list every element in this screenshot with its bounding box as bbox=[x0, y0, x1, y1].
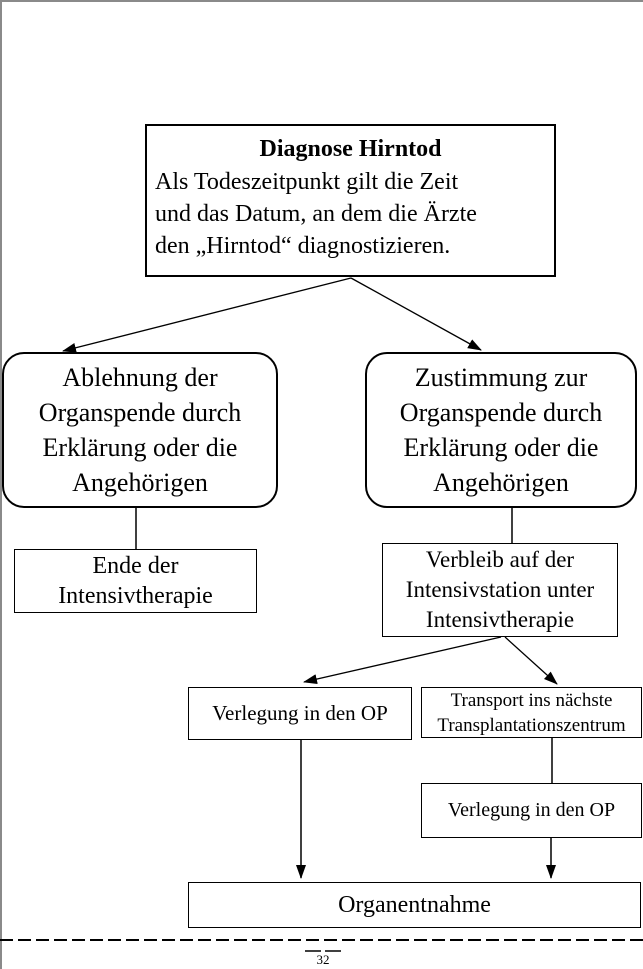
node-verlegung-op-links-label: Verlegung in den OP bbox=[212, 701, 388, 725]
node-ablehnung-line: Ablehnung der bbox=[62, 363, 218, 392]
node-verbleib-intensivstation: Verbleib auf der Intensivstation unter I… bbox=[382, 543, 618, 637]
node-ende-line: Ende der bbox=[92, 553, 179, 579]
node-zustimmung-line: Erklärung oder die bbox=[403, 433, 599, 462]
connector-diagnose-to-zustimmung bbox=[350, 277, 482, 351]
connector-diagnose-to-ablehnung bbox=[62, 277, 352, 353]
node-verlegung-op-rechts-label: Verlegung in den OP bbox=[447, 799, 616, 821]
node-diagnose-line: den „Hirntod“ diagnostizieren. bbox=[155, 233, 451, 259]
node-transport-line: Transplantationszentrum bbox=[437, 714, 626, 736]
connector-verbleib-to-transport bbox=[504, 636, 558, 685]
node-ablehnung-line: Erklärung oder die bbox=[42, 433, 238, 462]
page-number: 32 bbox=[316, 952, 330, 967]
node-ende-line: Intensivtherapie bbox=[58, 583, 213, 609]
node-zustimmung-line: Organspende durch bbox=[399, 398, 603, 427]
node-organentnahme: Organentnahme bbox=[188, 882, 641, 928]
node-zustimmung-line: Zustimmung zur bbox=[414, 363, 588, 392]
node-verbleib-line: Intensivstation unter bbox=[405, 577, 595, 602]
node-diagnose-hirntod: Diagnose Hirntod Als Todeszeitpunkt gilt… bbox=[145, 124, 556, 277]
node-transport-transplantationszentrum: Transport ins nächste Transplantationsze… bbox=[421, 687, 642, 738]
page-frame-top bbox=[0, 0, 643, 2]
node-verlegung-op-links: Verlegung in den OP bbox=[188, 687, 412, 740]
node-ablehnung-organspende: Ablehnung der Organspende durch Erklärun… bbox=[2, 352, 278, 508]
node-ablehnung-line: Angehörigen bbox=[72, 468, 208, 497]
connector-verbleib-to-verlegung-op-links bbox=[303, 636, 502, 684]
node-diagnose-line: Als Todeszeitpunkt gilt die Zeit bbox=[155, 169, 459, 195]
node-organentnahme-label: Organentnahme bbox=[338, 891, 491, 918]
node-verlegung-op-rechts: Verlegung in den OP bbox=[421, 783, 642, 838]
node-verbleib-line: Intensivtherapie bbox=[425, 607, 575, 632]
node-verbleib-line: Verbleib auf der bbox=[425, 547, 575, 572]
node-diagnose-title: Diagnose Hirntod bbox=[259, 136, 442, 162]
node-transport-line: Transport ins nächste bbox=[450, 689, 613, 711]
node-zustimmung-organspende: Zustimmung zur Organspende durch Erkläru… bbox=[365, 352, 637, 508]
node-diagnose-line: und das Datum, an dem die Ärzte bbox=[155, 201, 477, 227]
page-frame-left bbox=[0, 0, 2, 969]
node-zustimmung-line: Angehörigen bbox=[433, 468, 569, 497]
node-ende-intensivtherapie: Ende der Intensivtherapie bbox=[14, 549, 257, 613]
node-ablehnung-line: Organspende durch bbox=[38, 398, 242, 427]
